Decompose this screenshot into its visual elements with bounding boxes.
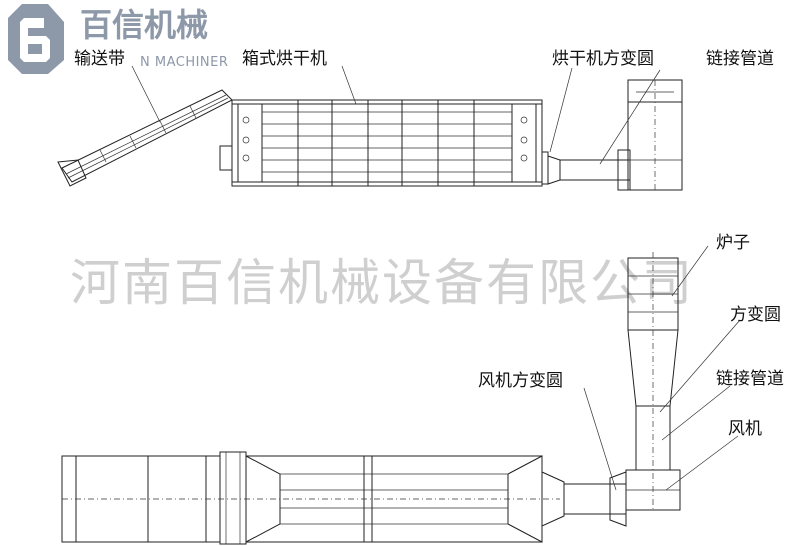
logo-brand-cn: 百信机械 xyxy=(80,6,208,44)
stack xyxy=(627,252,679,512)
box-dryer xyxy=(219,99,549,187)
label-transition: 方变圆 xyxy=(730,305,781,325)
label-fan-transition: 风机方变圆 xyxy=(478,371,563,391)
label-stove: 炉子 xyxy=(716,233,750,253)
bottom-view: 炉子 方变圆 链接管道 风机方变圆 风机 xyxy=(61,233,784,545)
company-logo: 百信机械 N MACHINER xyxy=(8,4,228,74)
top-view: 输送带 箱式烘干机 烘干机方变圆 链接管道 xyxy=(57,49,774,192)
top-tower xyxy=(627,79,683,192)
top-leaders xyxy=(131,65,661,165)
label-top-link-pipe: 链接管道 xyxy=(706,49,774,69)
logo-brand-en: N MACHINER xyxy=(140,55,228,70)
label-dryer-transition: 烘干机方变圆 xyxy=(552,49,654,69)
fan-transition-pipe xyxy=(541,471,627,527)
label-box-dryer: 箱式烘干机 xyxy=(242,49,327,69)
bottom-leaders xyxy=(583,245,741,491)
top-transition-pipe xyxy=(547,149,631,191)
label-fan: 风机 xyxy=(728,419,762,439)
watermark-text: 河南百信机械设备有限公司 xyxy=(70,254,694,312)
label-conveyor: 输送带 xyxy=(74,49,125,69)
label-bottom-link-pipe: 链接管道 xyxy=(716,369,784,389)
dryer-plan xyxy=(61,451,560,545)
conveyor-belt xyxy=(57,89,233,187)
